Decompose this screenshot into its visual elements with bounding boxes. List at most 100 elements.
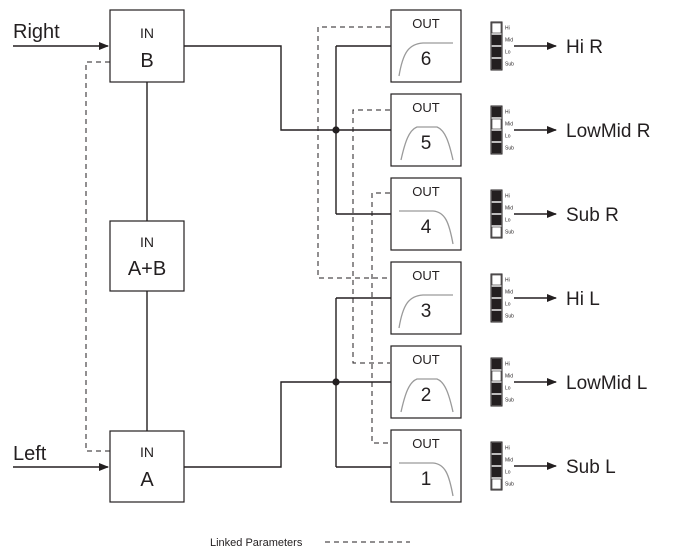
output-label: Hi L	[566, 289, 600, 310]
left-input-label: Left	[13, 443, 47, 465]
wire-a-bus	[184, 381, 336, 468]
legend: Linked Parameters	[210, 537, 410, 549]
meter-band-label: Hi	[505, 446, 510, 452]
meter-band-label: Sub	[505, 230, 514, 236]
out-block-number: 5	[421, 133, 432, 154]
out-block-number: 3	[421, 301, 432, 322]
meter-segment-sub	[491, 226, 502, 238]
meter-segment-hi	[491, 190, 502, 202]
meter-band-label: Hi	[505, 110, 510, 116]
out-block-number: 4	[421, 217, 432, 238]
in-block-ab: IN A+B	[109, 220, 185, 292]
linked-parameter-lines	[85, 26, 390, 452]
out-block-caption: OUT	[412, 436, 440, 451]
meter-band-label: Mid	[505, 290, 513, 296]
left-input: Left	[13, 443, 109, 471]
meter-segment-lo	[491, 214, 502, 226]
meter-segment-mid	[491, 370, 502, 382]
out-block-3	[390, 261, 462, 335]
meter-segment-hi	[491, 442, 502, 454]
meter-band-label: Lo	[505, 50, 511, 56]
meter-segment-hi	[491, 22, 502, 34]
in-block-b: IN B	[109, 9, 185, 83]
in-block-b-name: B	[140, 50, 153, 72]
in-block-a: IN A	[109, 430, 185, 503]
signal-wiring	[146, 45, 391, 468]
in-block-a-name: A	[140, 469, 154, 491]
meter-band-label: Mid	[505, 38, 513, 44]
meter-segment-hi	[491, 106, 502, 118]
lowpass-curve-icon	[399, 210, 454, 245]
meter-band-label: Hi	[505, 278, 510, 284]
meter-band-label: Sub	[505, 398, 514, 404]
output-label: LowMid L	[566, 373, 647, 394]
meter-segment-sub	[491, 394, 502, 406]
output-label: Sub L	[566, 457, 616, 478]
out-block-number: 2	[421, 385, 432, 406]
output-label: Hi R	[566, 37, 603, 58]
meter-band-label: Mid	[505, 374, 513, 380]
meter-band-label: Lo	[505, 386, 511, 392]
out-block-caption: OUT	[412, 100, 440, 115]
meter-band-label: Lo	[505, 302, 511, 308]
meter-segment-lo	[491, 382, 502, 394]
out-block-6	[390, 9, 462, 83]
out-block-number: 1	[421, 469, 432, 490]
link-out4-out1	[371, 192, 390, 444]
out-block-1	[390, 429, 462, 503]
meter-band-label: Lo	[505, 134, 511, 140]
meter-segment-lo	[491, 46, 502, 58]
junction-right	[332, 126, 340, 134]
out-block-caption: OUT	[412, 16, 440, 31]
right-input-label: Right	[13, 21, 60, 43]
meter-segment-mid	[491, 454, 502, 466]
output-label: Sub R	[566, 205, 619, 226]
meter-segment-mid	[491, 34, 502, 46]
junction-left	[332, 378, 340, 386]
meter-band-label: Mid	[505, 122, 513, 128]
meter-band-label: Sub	[505, 482, 514, 488]
output-label: LowMid R	[566, 121, 650, 142]
in-block-ab-name: A+B	[128, 258, 166, 280]
meter-band-label: Lo	[505, 218, 511, 224]
meter-band-label: Hi	[505, 194, 510, 200]
meter-segment-sub	[491, 142, 502, 154]
meter-band-label: Hi	[505, 26, 510, 32]
out-block-caption: OUT	[412, 268, 440, 283]
out-block-caption: OUT	[412, 184, 440, 199]
in-block-ab-caption: IN	[140, 234, 154, 250]
meter-segment-mid	[491, 202, 502, 214]
meter-band-label: Mid	[505, 458, 513, 464]
meter-segment-mid	[491, 118, 502, 130]
link-out5-out2	[352, 109, 390, 364]
meter-segment-lo	[491, 130, 502, 142]
out-block-caption: OUT	[412, 352, 440, 367]
out-block-4	[390, 177, 462, 251]
meter-segment-lo	[491, 298, 502, 310]
meter-segment-hi	[491, 274, 502, 286]
in-block-a-caption: IN	[140, 444, 154, 460]
meter-segment-hi	[491, 358, 502, 370]
meter-band-label: Sub	[505, 314, 514, 320]
link-in-b-in-a	[85, 61, 110, 452]
legend-label: Linked Parameters	[210, 537, 303, 549]
highpass-curve-icon	[398, 294, 453, 329]
out-block-number: 6	[421, 49, 432, 70]
meter-band-label: Sub	[505, 146, 514, 152]
bandpass-curve-icon	[400, 378, 454, 413]
meter-segment-sub	[491, 58, 502, 70]
lowpass-curve-icon	[399, 462, 454, 497]
